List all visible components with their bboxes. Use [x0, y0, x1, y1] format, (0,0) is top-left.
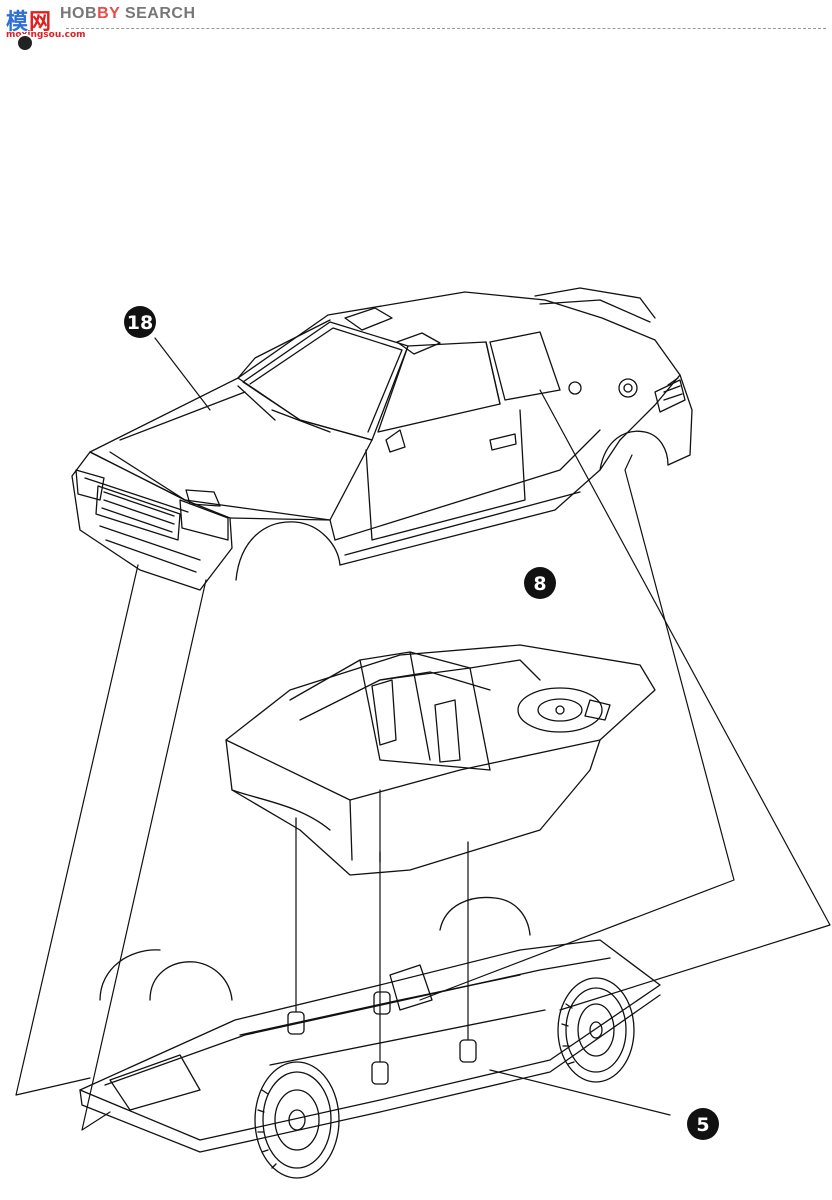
chassis-drawing — [79, 896, 661, 1179]
assembly-guides — [15, 337, 831, 1131]
callout-8: 8 — [524, 567, 556, 599]
brand-name: HOBBY SEARCH — [60, 5, 196, 22]
site-logo[interactable]: 模网 moxingsou.com — [6, 4, 86, 52]
body-shell-drawing — [71, 287, 693, 591]
interior-tub-drawing — [225, 644, 656, 876]
globe-icon — [16, 34, 34, 52]
header-divider — [66, 28, 826, 29]
logo-glyph: 模网 — [6, 10, 53, 35]
svg-text:8: 8 — [533, 573, 546, 595]
callout-5: 5 — [687, 1108, 719, 1140]
svg-text:18: 18 — [127, 312, 153, 334]
site-header: 模网 moxingsou.com HOBBY SEARCH — [0, 0, 832, 52]
logo-url: moxingsou.com — [6, 30, 86, 40]
callout-18: 18 — [124, 306, 156, 338]
svg-text:5: 5 — [696, 1114, 709, 1136]
